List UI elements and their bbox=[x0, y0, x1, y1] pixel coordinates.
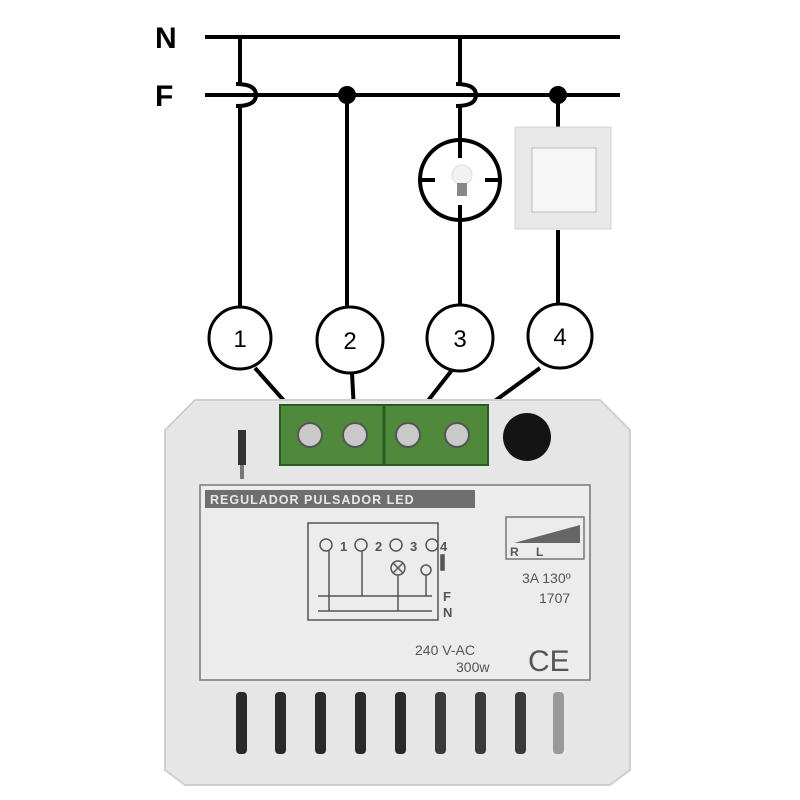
dimmer-device: REGULADOR PULSADOR LED 1 2 3 4 F N bbox=[164, 399, 631, 786]
phase-label: F bbox=[155, 80, 173, 113]
code-text: 1707 bbox=[539, 590, 570, 606]
terminal-number-4: 4 bbox=[526, 302, 594, 370]
l-label: L bbox=[536, 545, 543, 559]
neutral-label: N bbox=[155, 22, 177, 55]
svg-text:4: 4 bbox=[553, 324, 566, 351]
light-bulb-icon bbox=[451, 164, 473, 196]
schematic-label-3: 3 bbox=[410, 539, 417, 554]
svg-text:2: 2 bbox=[343, 328, 356, 355]
schematic-label-4: 4 bbox=[440, 539, 448, 554]
svg-text:3: 3 bbox=[453, 326, 466, 353]
terminal-screw bbox=[297, 422, 323, 448]
voltage-text: 240 V-AC bbox=[415, 642, 475, 658]
r-label: R bbox=[510, 545, 519, 559]
terminal-block bbox=[279, 404, 489, 466]
title-bar bbox=[205, 490, 475, 508]
schematic-label-n: N bbox=[443, 605, 452, 620]
terminal-screw bbox=[395, 422, 421, 448]
vent-slots bbox=[236, 692, 564, 754]
push-button-switch bbox=[514, 126, 612, 230]
schematic-label-1: 1 bbox=[340, 539, 347, 554]
terminal-number-3: 3 bbox=[425, 303, 495, 373]
device-title: REGULADOR PULSADOR LED bbox=[210, 493, 415, 507]
terminal-screw bbox=[444, 422, 470, 448]
dimmer-knob bbox=[503, 413, 551, 461]
terminal-number-1: 1 bbox=[207, 305, 273, 371]
terminal-number-2: 2 bbox=[315, 305, 385, 375]
lamp-symbol bbox=[418, 138, 502, 222]
slot-mark bbox=[238, 430, 246, 465]
load-range-box: R L bbox=[505, 516, 585, 560]
terminal-screw bbox=[342, 422, 368, 448]
svg-text:1: 1 bbox=[233, 326, 246, 353]
schematic-label-f: F bbox=[443, 589, 451, 604]
schematic bbox=[307, 522, 445, 621]
schematic-label-2: 2 bbox=[375, 539, 382, 554]
rating-text: 3A 130º bbox=[522, 570, 571, 586]
ce-mark: CE bbox=[528, 645, 570, 678]
power-text: 300w bbox=[456, 659, 490, 675]
